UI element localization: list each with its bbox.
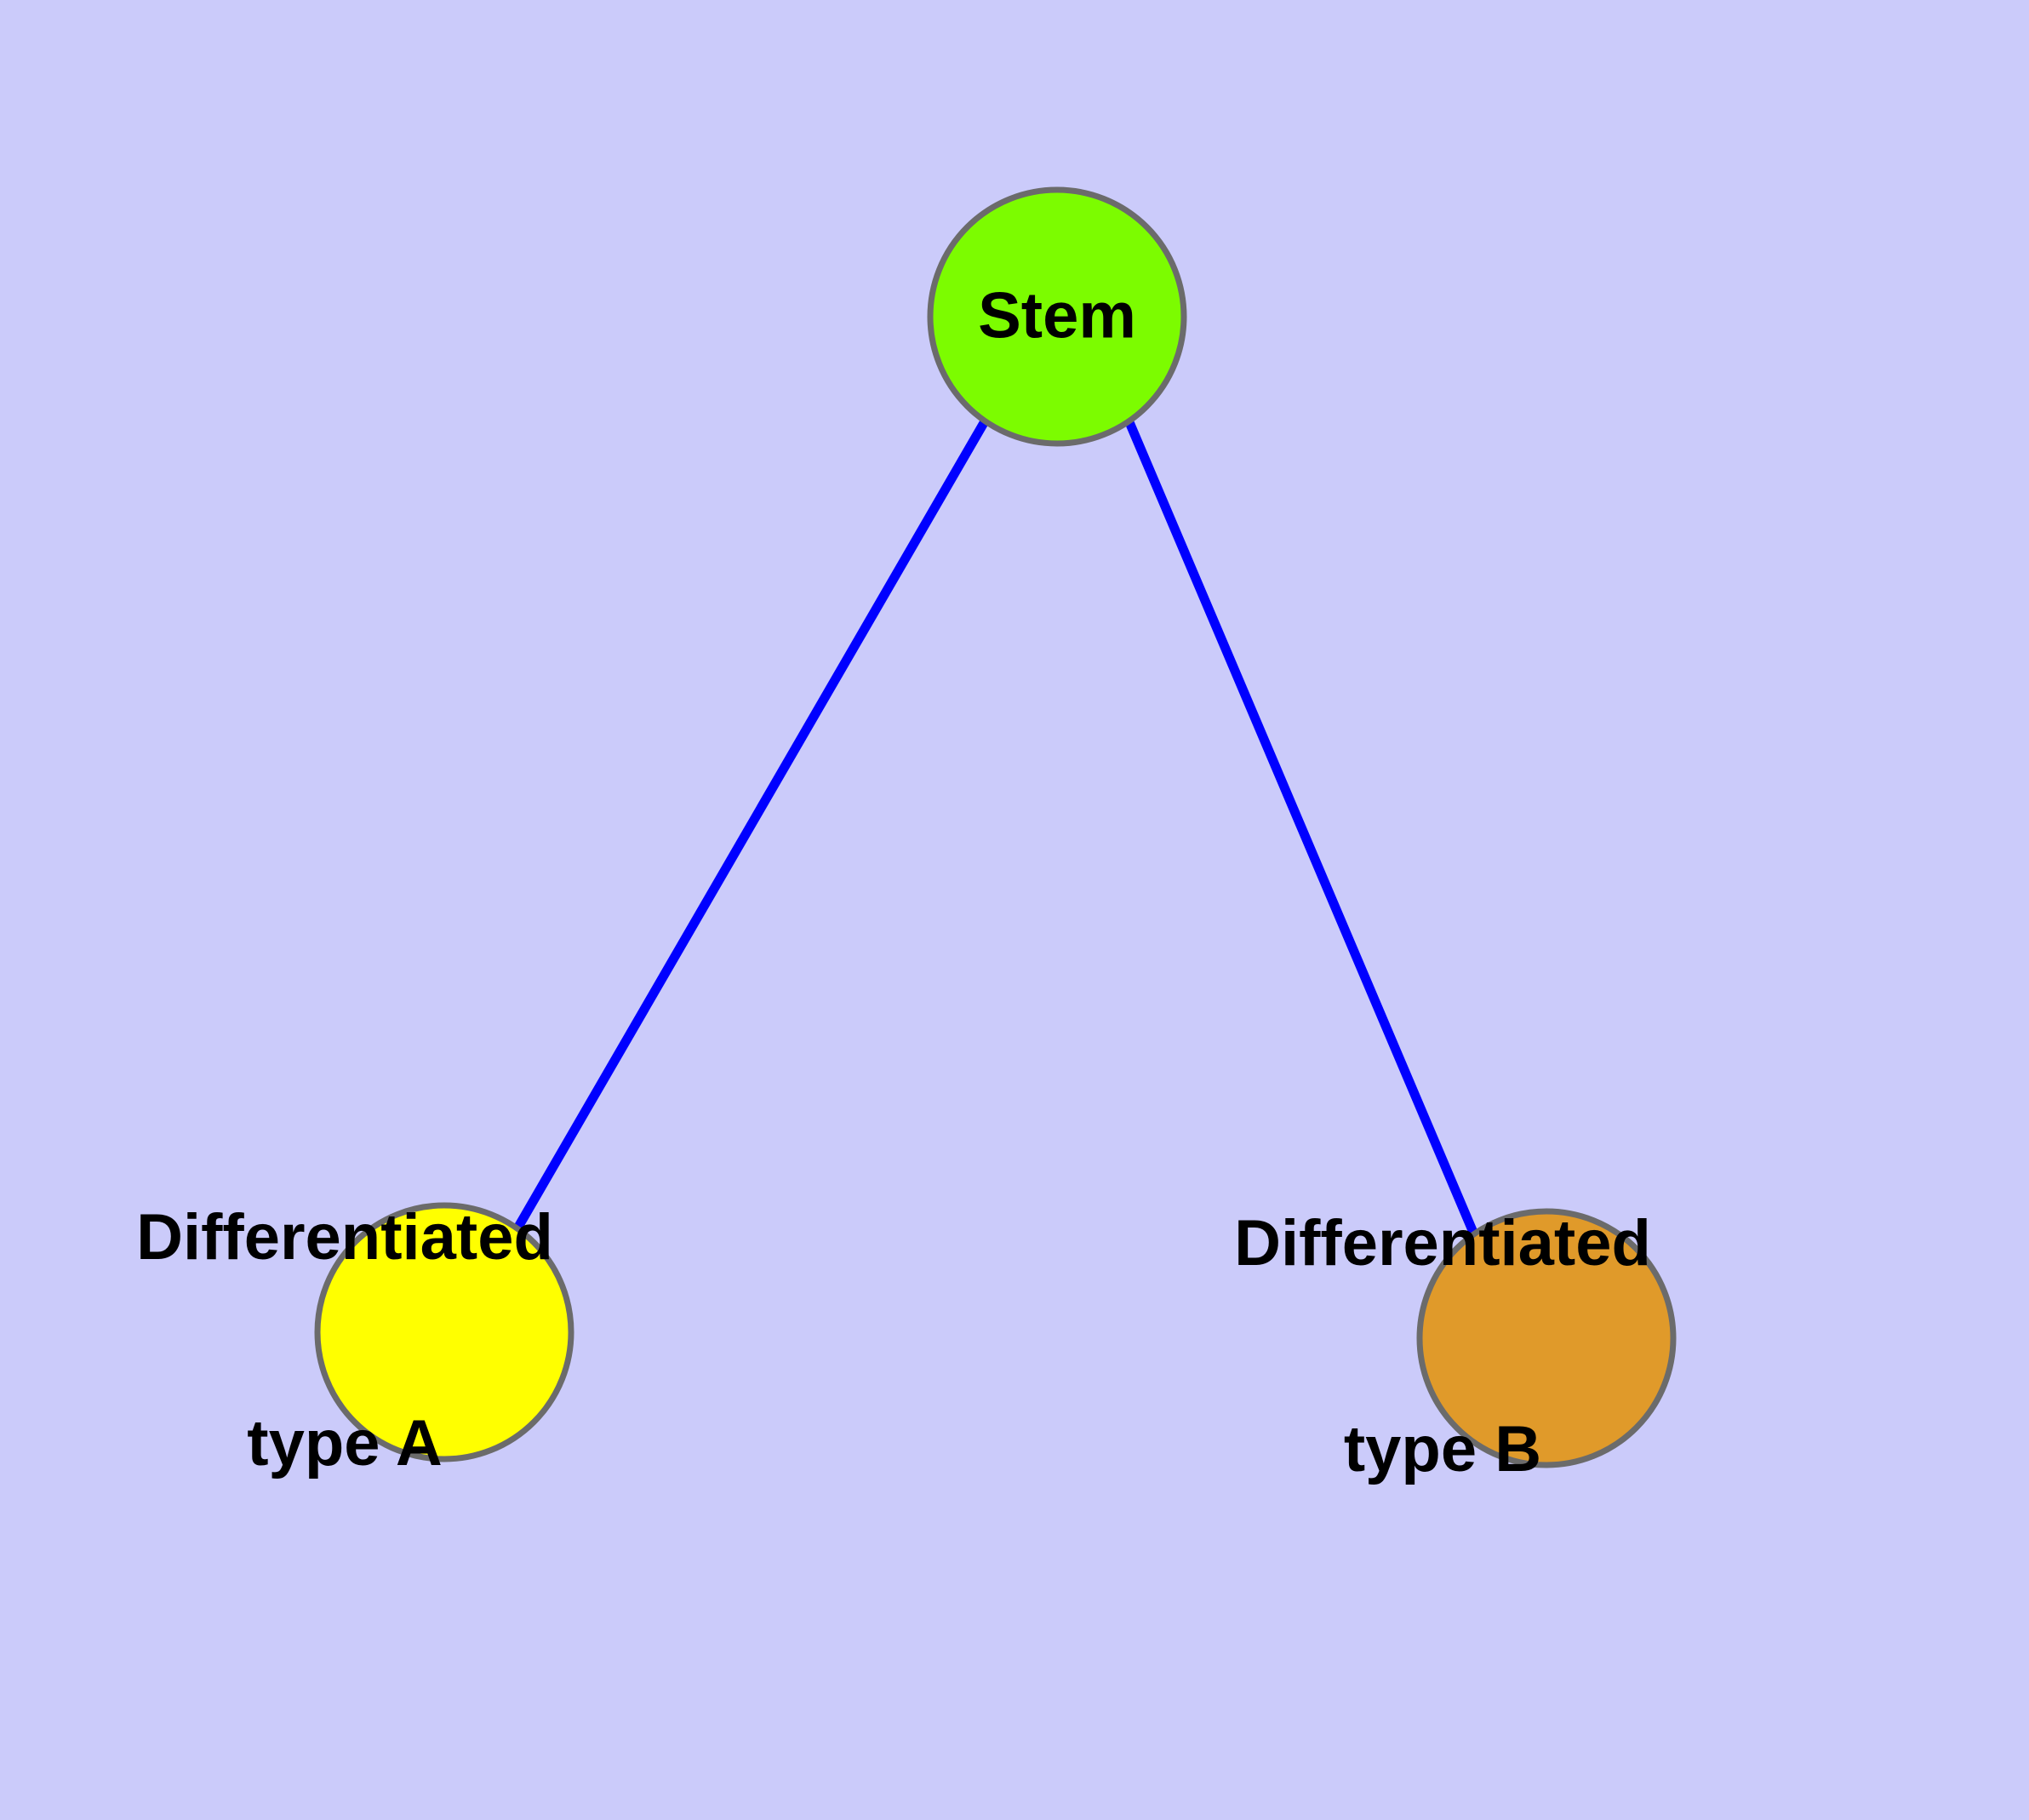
edge-stem-to-differentiated-type-b[interactable] [1124,420,1479,1237]
node-stem[interactable] [927,186,1187,447]
edge-stem-to-differentiated-type-a[interactable] [513,419,989,1231]
node-differentiated-type-a[interactable] [314,1202,574,1462]
node-differentiated-type-b[interactable] [1416,1208,1677,1468]
edge-layer [513,419,1479,1237]
node-layer [314,186,1677,1468]
